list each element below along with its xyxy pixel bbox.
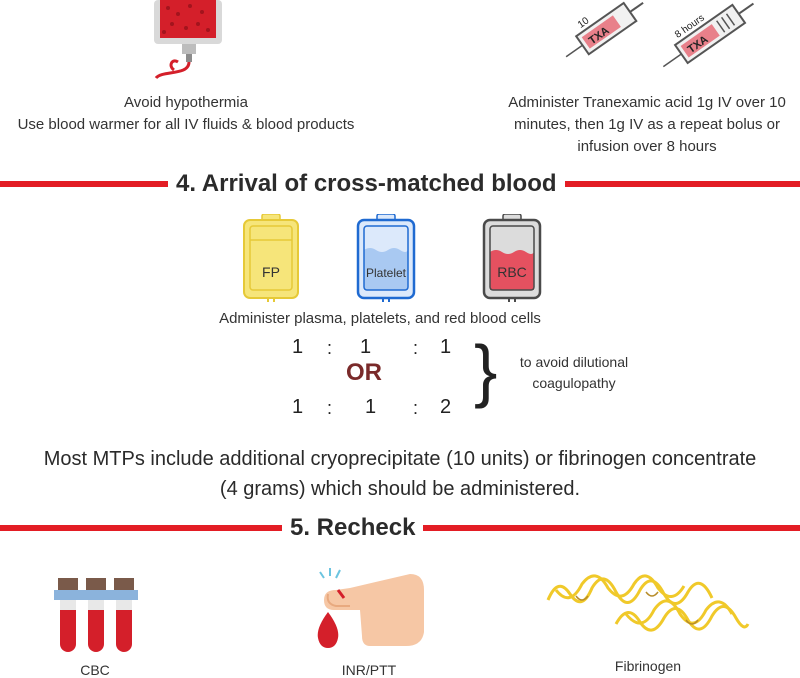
ratio1-rbc: 1	[440, 336, 452, 358]
plasma-bag-icon: FP	[242, 213, 300, 302]
section4-title: 4. Arrival of cross-matched blood	[168, 168, 565, 200]
txa-syringe-8h-icon: TXA 8 hours	[652, 0, 782, 70]
cbc-label: CBC	[80, 662, 110, 678]
ratio2-colon2: :	[413, 398, 419, 418]
ratio2-plasma: 1	[292, 396, 304, 418]
hypothermia-caption-line2: Use blood warmer for all IV fluids & blo…	[17, 116, 355, 133]
coagulopathy-note: to avoid dilutional coagulopathy	[506, 352, 642, 394]
coagulopathy-note-line1: to avoid dilutional	[519, 354, 629, 370]
platelet-bag-label: Platelet	[365, 266, 407, 280]
or-text: OR	[346, 359, 382, 386]
plasma-bag-label: FP	[262, 264, 280, 280]
fibrinogen-strands-icon	[546, 570, 750, 642]
blood-tubes-icon	[54, 576, 138, 656]
cryo-note: Most MTPs include additional cryoprecipi…	[0, 444, 800, 504]
cryo-note-line1: Most MTPs include additional cryoprecipi…	[43, 448, 757, 470]
txa-caption-line2: minutes, then 1g IV as a repeat bolus or	[514, 116, 780, 133]
finger-prick-icon	[310, 566, 428, 658]
ratio1-platelet: 1	[360, 336, 372, 358]
ratio1-colon1: :	[327, 338, 333, 358]
hypothermia-caption: Avoid hypothermia Use blood warmer for a…	[0, 92, 372, 136]
fibrinogen-label: Fibrinogen	[614, 658, 682, 674]
blood-bag-icon	[148, 0, 228, 82]
section5-title: 5. Recheck	[282, 512, 424, 544]
inr-ptt-label: INR/PTT	[341, 662, 397, 678]
ratio1-colon2: :	[413, 338, 419, 358]
products-instruction: Administer plasma, platelets, and red bl…	[219, 310, 541, 327]
txa-caption: Administer Tranexamic acid 1g IV over 10…	[488, 92, 800, 158]
ratio1-plasma: 1	[292, 336, 304, 358]
ratio2-platelet: 1	[365, 396, 377, 418]
txa-caption-line1: Administer Tranexamic acid 1g IV over 10	[508, 94, 786, 111]
cryo-note-line2: (4 grams) which should be administered.	[219, 478, 581, 500]
coagulopathy-note-line2: coagulopathy	[532, 375, 616, 391]
ratio2-colon1: :	[327, 398, 333, 418]
rbc-bag-icon: RBC	[482, 213, 542, 302]
ratio2-rbc: 2	[440, 396, 452, 418]
txa-syringe-icon: TXA 10	[556, 0, 656, 60]
rbc-bag-label: RBC	[497, 264, 527, 280]
platelet-bag-icon: Platelet	[356, 213, 416, 302]
curly-brace: }	[474, 331, 498, 409]
txa-caption-line3: infusion over 8 hours	[577, 138, 717, 155]
hypothermia-caption-line1: Avoid hypothermia	[124, 94, 248, 111]
